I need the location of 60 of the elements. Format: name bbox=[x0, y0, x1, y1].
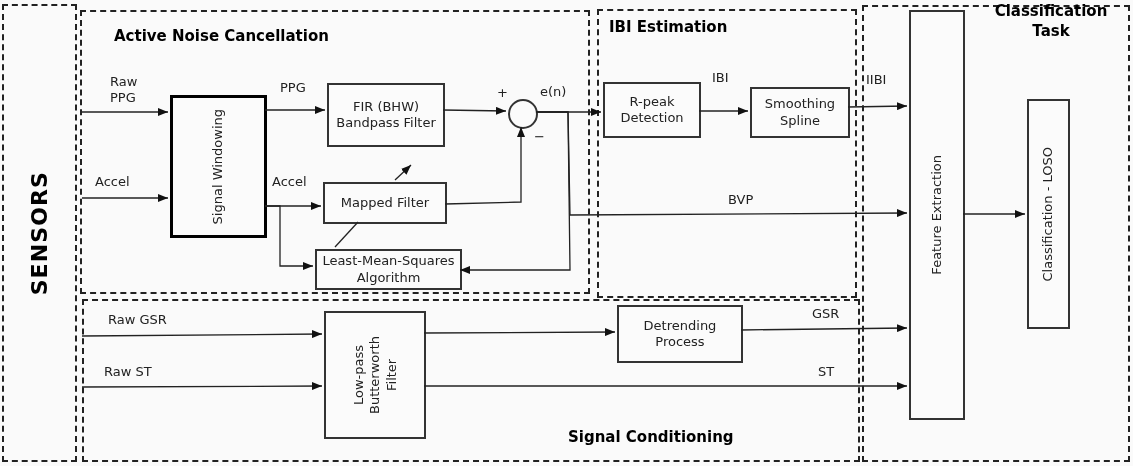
sensors-panel bbox=[2, 4, 77, 462]
group-title: Classification Task bbox=[994, 2, 1108, 40]
dashed-group-frame bbox=[862, 5, 1130, 462]
edge-label: PPG bbox=[280, 80, 306, 97]
process-box bbox=[909, 10, 965, 420]
arrow bbox=[423, 382, 908, 390]
sign-label: − bbox=[534, 128, 545, 146]
vertical-label: SENSORS bbox=[26, 170, 53, 296]
arrow bbox=[264, 205, 314, 270]
arrow bbox=[847, 102, 908, 111]
sign-label: + bbox=[497, 84, 508, 102]
box-label: Feature Extraction bbox=[928, 155, 945, 275]
process-box bbox=[170, 95, 267, 238]
box-label: R-peak Detection bbox=[619, 93, 685, 127]
box-label: Low-pass Butterworth Filter bbox=[350, 335, 400, 416]
edge-label: IIBI bbox=[866, 72, 887, 89]
process-box bbox=[1027, 99, 1070, 329]
arrow bbox=[81, 194, 169, 202]
edge-label: GSR bbox=[812, 306, 840, 323]
arrow bbox=[740, 324, 908, 333]
process-box bbox=[315, 249, 462, 290]
edge-label: BVP bbox=[728, 192, 754, 209]
dashed-group-frame bbox=[82, 299, 860, 462]
box-label: Smoothing Spline bbox=[763, 96, 837, 129]
process-box bbox=[323, 182, 447, 224]
box-label: FIR (BHW) Bandpass Filter bbox=[335, 98, 437, 132]
dashed-group-frame bbox=[80, 10, 590, 294]
edge-label: Raw ST bbox=[104, 364, 152, 381]
process-box bbox=[750, 87, 850, 138]
process-box bbox=[327, 83, 445, 147]
arrow bbox=[535, 111, 908, 218]
arrow bbox=[81, 330, 323, 339]
arrow bbox=[962, 210, 1026, 218]
arrow bbox=[81, 382, 323, 391]
summing-junction bbox=[508, 99, 538, 129]
arrow bbox=[698, 107, 749, 115]
group-title: Signal Conditioning bbox=[568, 428, 734, 446]
box-label: Mapped Filter bbox=[339, 194, 431, 212]
arrow bbox=[442, 106, 507, 115]
box-label: Signal Windowing bbox=[210, 108, 227, 225]
arrow bbox=[264, 106, 326, 114]
edge-label: Accel bbox=[272, 174, 307, 191]
box-label: Least-Mean-Squares Algorithm bbox=[321, 253, 456, 286]
box-label: Classification - LOSO bbox=[1040, 146, 1057, 282]
process-box bbox=[603, 82, 701, 138]
box-label: Detrending Process bbox=[642, 317, 718, 351]
edge-label: ST bbox=[818, 364, 835, 381]
process-box bbox=[617, 305, 743, 363]
process-box bbox=[324, 311, 426, 439]
dashed-group-frame bbox=[597, 9, 857, 298]
arrow bbox=[81, 108, 169, 116]
arrow bbox=[423, 328, 616, 337]
edge-label: Raw GSR bbox=[108, 312, 167, 329]
arrow bbox=[444, 126, 525, 205]
edge-label: IBI bbox=[712, 70, 729, 87]
group-title: Active Noise Cancellation bbox=[114, 27, 329, 45]
group-title: IBI Estimation bbox=[609, 18, 728, 36]
edge-label: Accel bbox=[95, 174, 130, 191]
edge-label: Raw PPG bbox=[110, 74, 139, 107]
edge-label: e(n) bbox=[540, 84, 567, 101]
